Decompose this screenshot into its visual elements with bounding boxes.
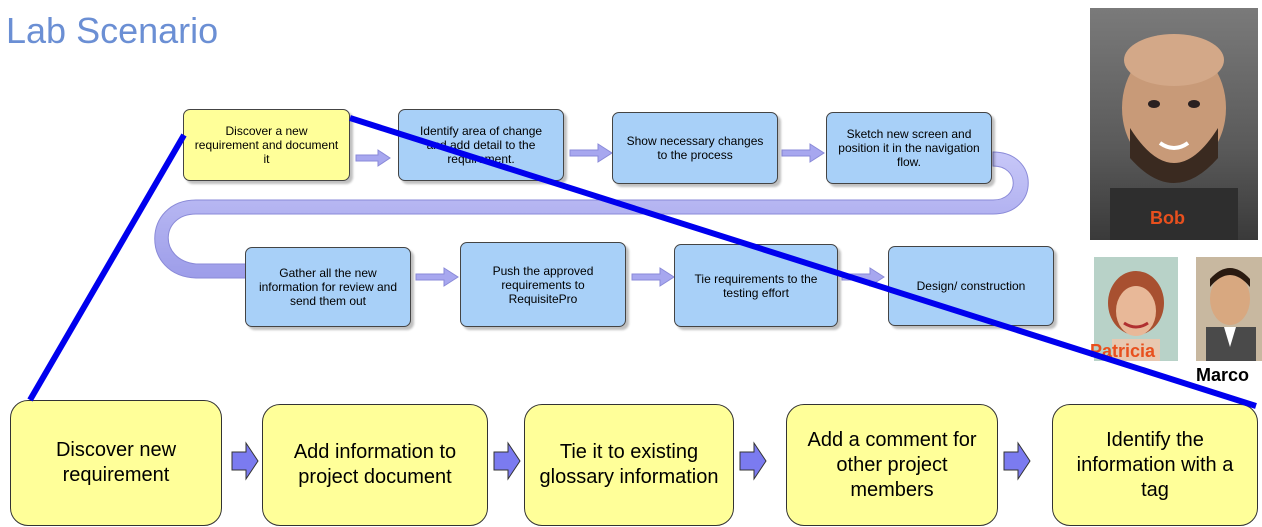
arrow-row2-2 (631, 267, 675, 287)
lab-step-identify-tag: Identify the information with a tag (1052, 404, 1258, 526)
step-gather-info: Gather all the new information for revie… (245, 247, 411, 327)
patricia-portrait-icon (1108, 271, 1164, 361)
arrow-row2-1 (415, 267, 459, 287)
page-title: Lab Scenario (6, 10, 219, 51)
step-sketch-screen: Sketch new screen and position it in the… (826, 112, 992, 184)
marco-name: Marco (1196, 365, 1250, 385)
arrow-row1-3 (781, 143, 825, 163)
step-tie-testing: Tie requirements to the testing effort (674, 244, 838, 327)
arrow-bottom-3 (739, 441, 767, 481)
step-design-construction: Design/ construction (888, 246, 1054, 326)
arrow-row1-2 (569, 143, 613, 163)
zoom-line-left (27, 133, 187, 402)
patricia-photo (1094, 257, 1178, 361)
step-discover-document: Discover a new requirement and document … (183, 109, 350, 181)
lab-step-discover: Discover new requirement (10, 400, 222, 526)
marco-photo (1196, 257, 1262, 361)
zoom-line-right (349, 115, 1257, 409)
step-show-process: Show necessary changes to the process (612, 112, 778, 184)
arrow-bottom-2 (493, 441, 521, 481)
lab-step-tie-glossary: Tie it to existing glossary information (524, 404, 734, 526)
arrow-row1-1 (355, 149, 391, 167)
step-push-requisitepro: Push the approved requirements to Requis… (460, 242, 626, 327)
arrow-bottom-4 (1003, 441, 1031, 481)
marco-portrait-icon (1206, 268, 1256, 361)
arrow-bottom-1 (231, 441, 259, 481)
lab-step-add-comment: Add a comment for other project members (786, 404, 998, 526)
lab-step-add-information: Add information to project document (262, 404, 488, 526)
bob-photo: Bob (1090, 8, 1258, 240)
bob-portrait-icon (1110, 34, 1238, 240)
bob-name: Bob (1150, 208, 1185, 228)
